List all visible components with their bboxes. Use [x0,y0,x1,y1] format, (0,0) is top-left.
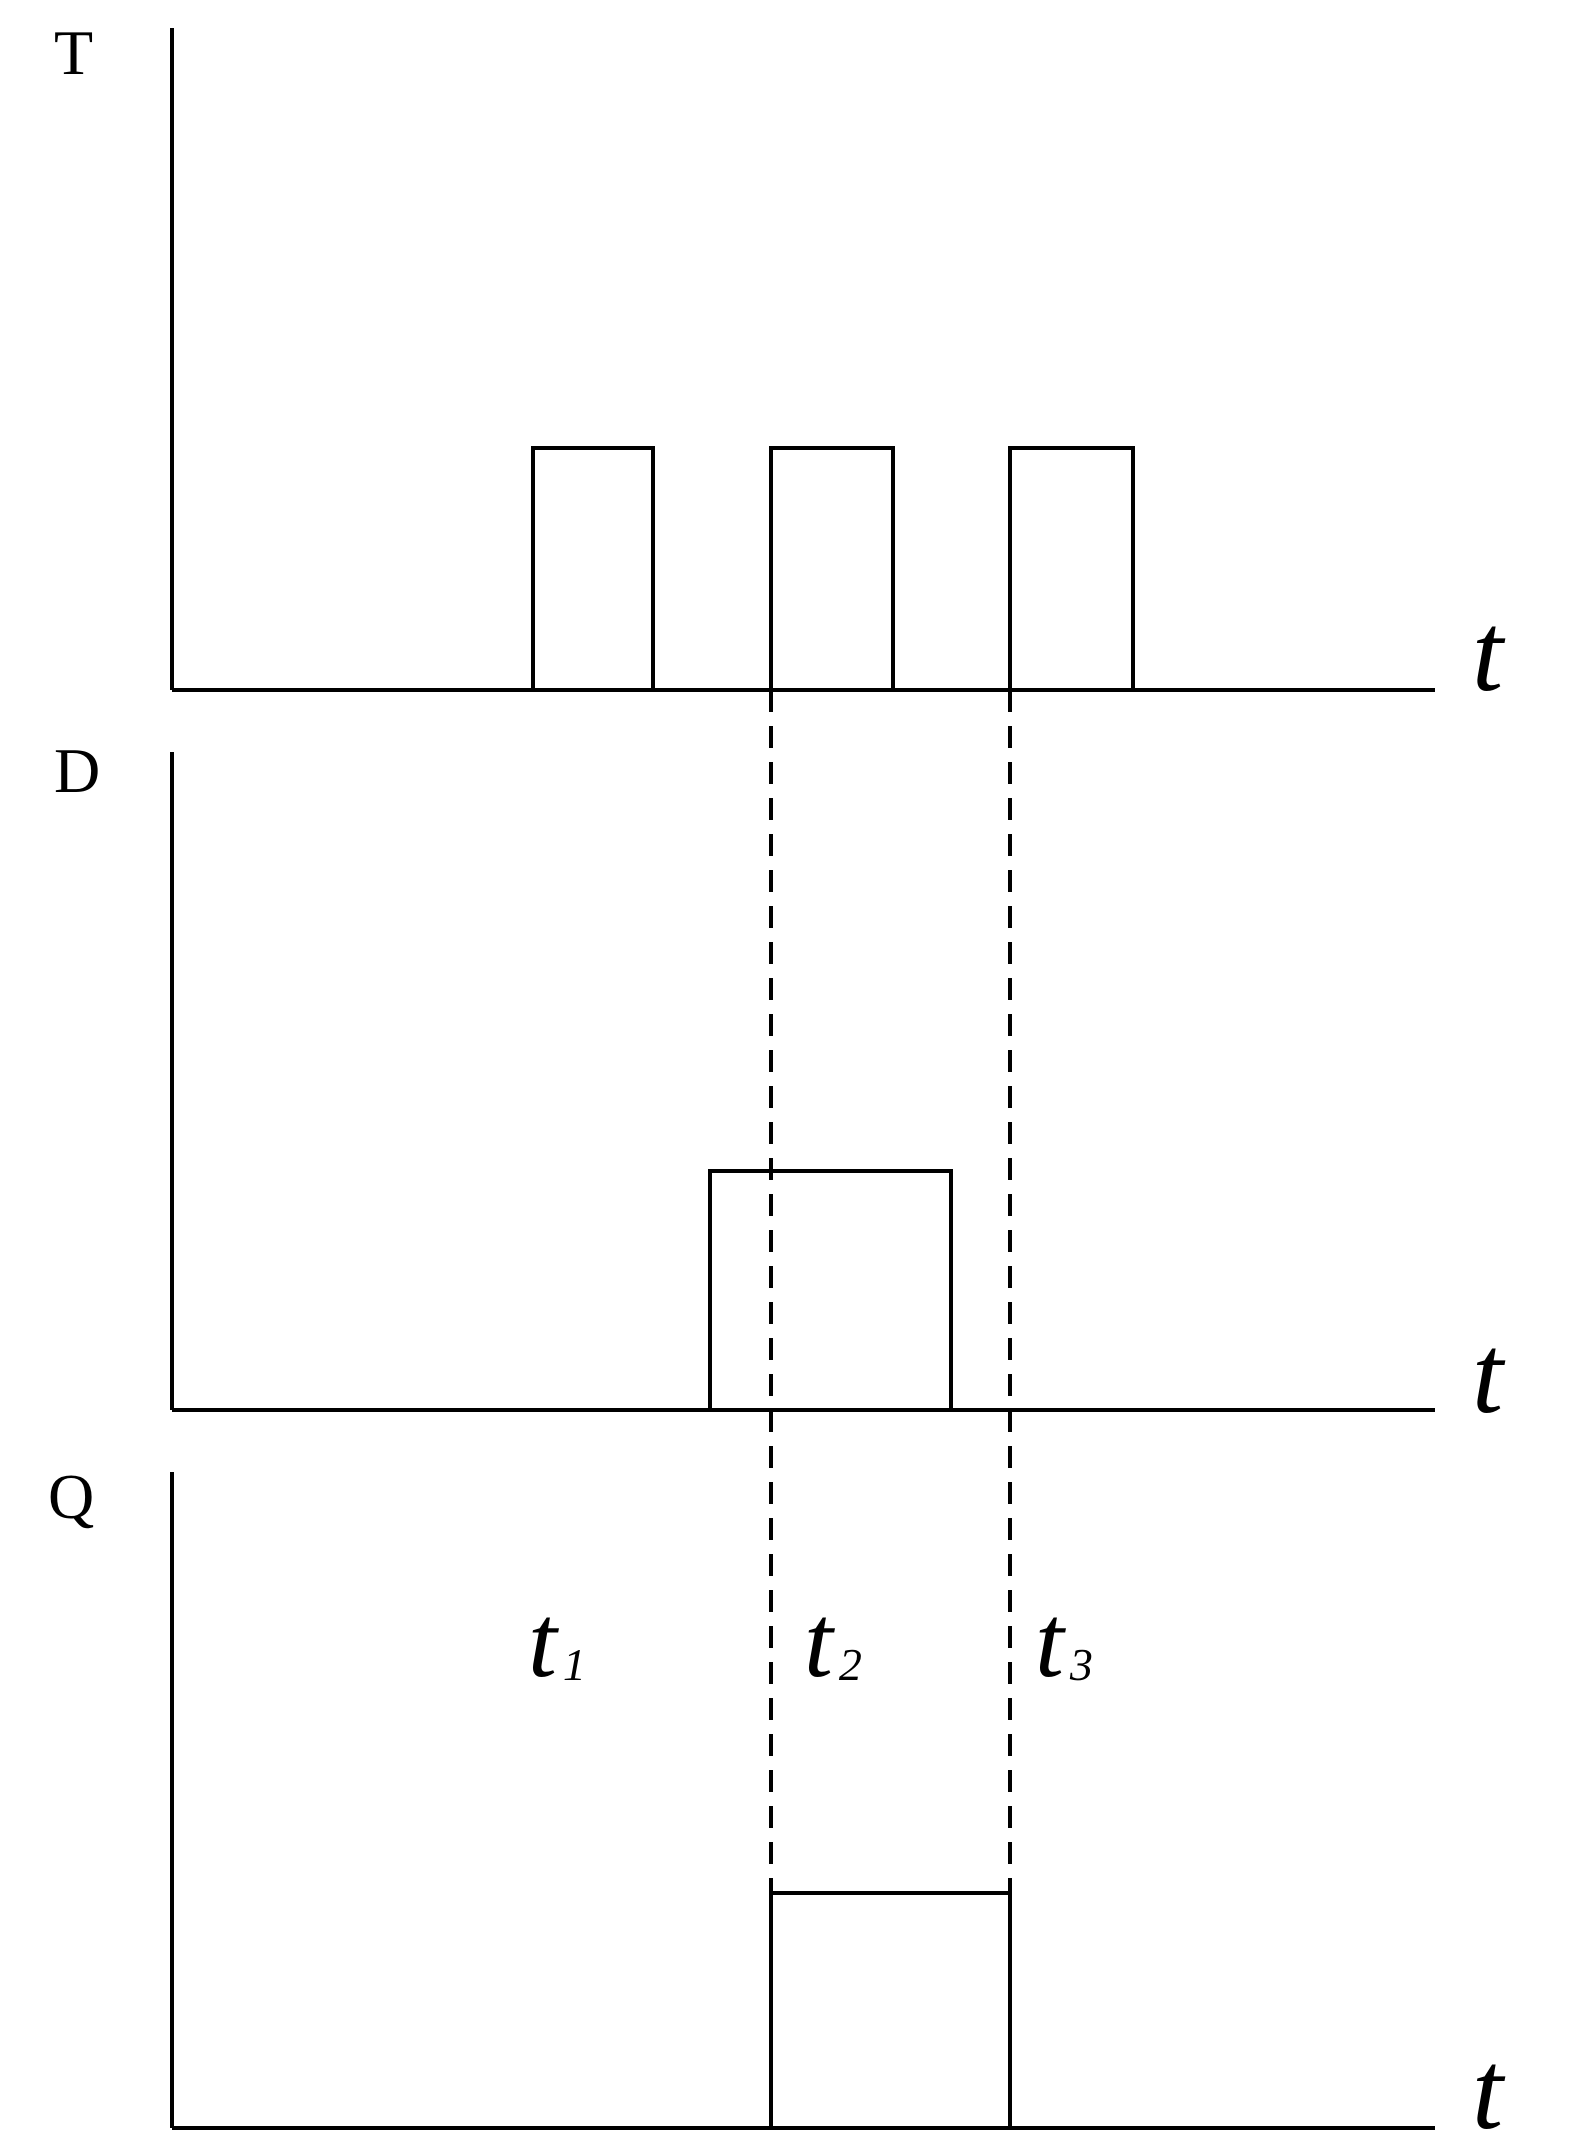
q-waveform [172,1891,1435,2130]
signal-label-t: T [54,17,93,88]
marker-t1-sub: 1 [563,1639,586,1690]
t-waveform [172,446,1435,692]
d-axis-time-label: t [1472,1313,1506,1437]
signal-label-q: Q [48,1461,94,1532]
q-axis-time-label: t [1472,2029,1506,2139]
marker-t3-sub: 3 [1069,1639,1093,1690]
marker-t2-sub: 2 [839,1639,862,1690]
d-waveform [172,1169,1435,1412]
marker-t3-main: t [1035,1584,1066,1699]
marker-t1-main: t [528,1584,559,1699]
marker-t2-main: t [804,1584,835,1699]
signal-label-d: D [54,735,100,806]
t-axis-time-label: t [1472,591,1506,715]
